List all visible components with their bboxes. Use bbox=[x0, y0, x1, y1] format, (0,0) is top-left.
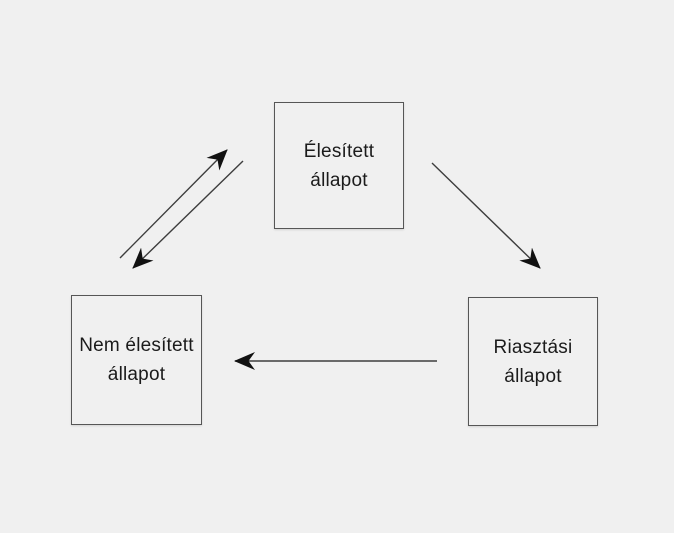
arrow-armed-to-alarm bbox=[431, 162, 541, 269]
node-alarm-state: Riasztási állapot bbox=[468, 297, 598, 426]
node-disarmed-state: Nem élesített állapot bbox=[71, 295, 202, 425]
node-disarmed-label-line2: állapot bbox=[107, 364, 166, 385]
node-alarm-label-line2: állapot bbox=[504, 365, 562, 387]
node-armed-label-line1: Élesített bbox=[303, 140, 375, 162]
node-armed-label-line2: állapot bbox=[310, 169, 368, 191]
node-alarm-label-line1: Riasztási bbox=[493, 336, 573, 358]
arrow-disarmed-to-armed bbox=[119, 149, 228, 259]
arrow-armed-to-disarmed bbox=[132, 160, 244, 269]
node-armed-state: Élesített állapot bbox=[274, 102, 404, 229]
node-disarmed-label-line1: Nem élesített bbox=[79, 335, 194, 356]
